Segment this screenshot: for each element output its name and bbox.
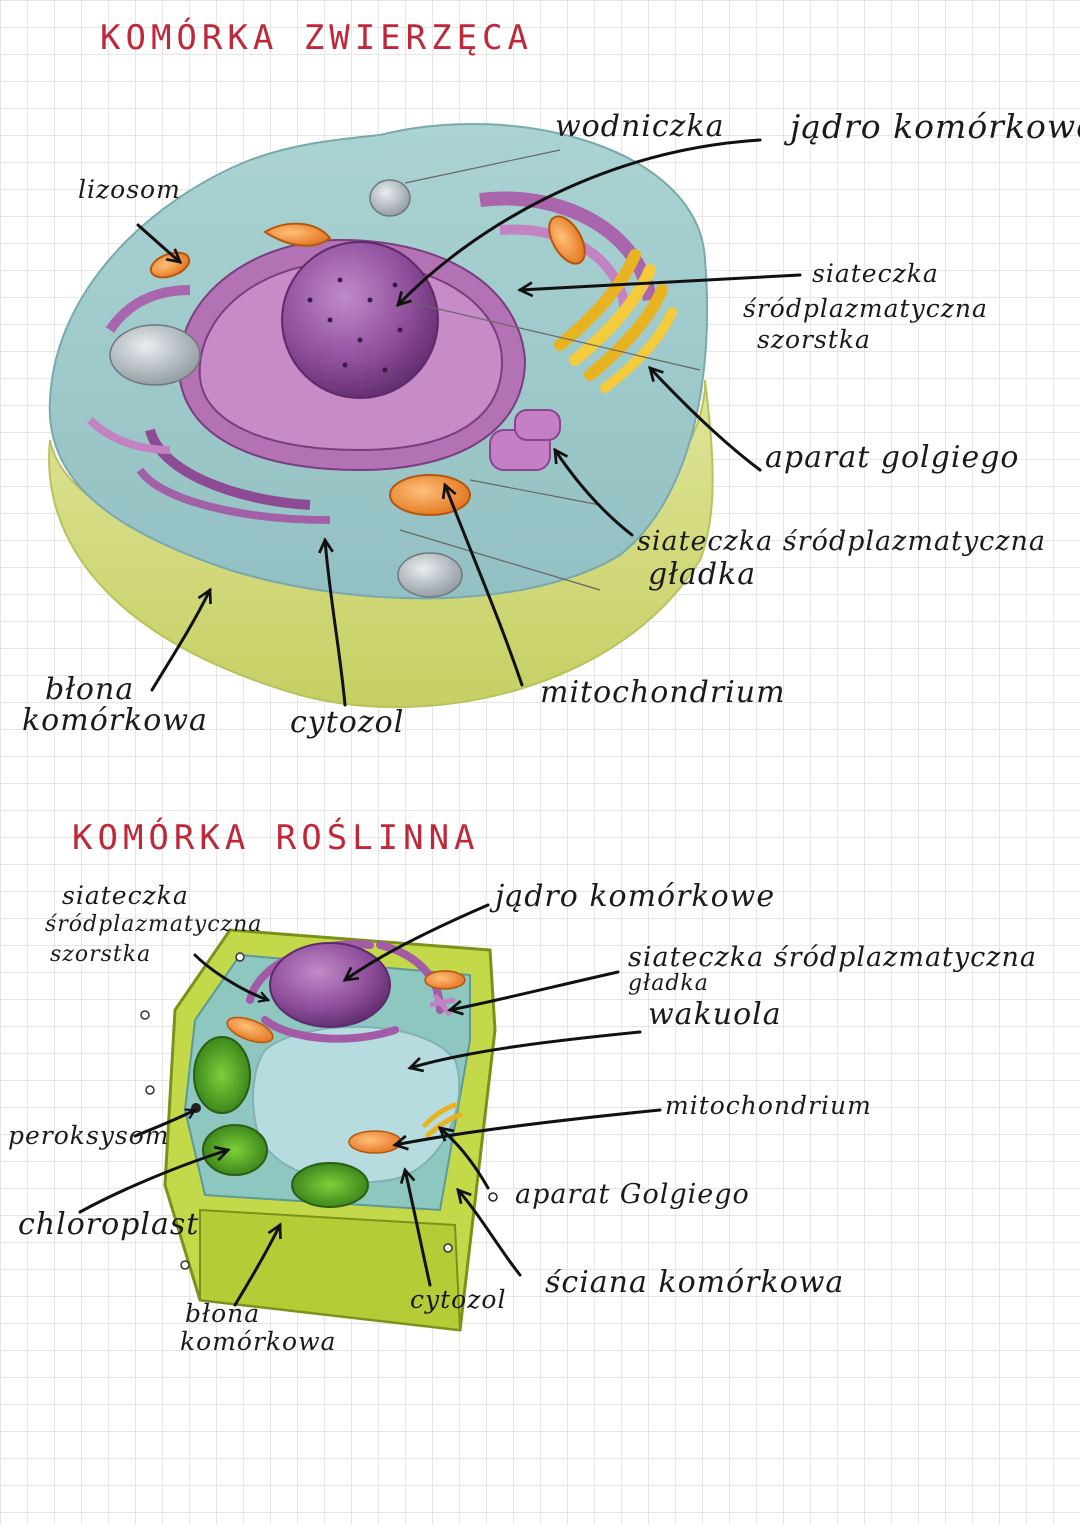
label-er-rough-2: śródplazmatyczna <box>45 912 263 937</box>
cell-wall-front <box>199 1208 462 1332</box>
label-er-smooth-2: gładka <box>648 557 757 592</box>
label-golgi: aparat golgiego <box>765 440 1020 475</box>
arrow-er-smooth <box>447 970 620 1016</box>
arrow-chloroplast <box>78 1145 231 1214</box>
label-er-smooth-2: gładka <box>628 971 709 996</box>
animal-arrows <box>136 138 802 707</box>
label-membrane-2: komórkowa <box>180 1327 337 1356</box>
label-jadro: jądro komórkowe <box>790 107 1080 146</box>
label-er-smooth-1: siateczka śródplazmatyczna <box>628 942 1037 973</box>
mitochondrion <box>548 215 586 265</box>
label-mitochondrium: mitochondrium <box>540 675 786 710</box>
label-er-rough-3: szorstka <box>50 942 152 967</box>
arrow-er-rough <box>193 953 268 1000</box>
arrow-jadro <box>396 138 762 308</box>
label-wall: ściana komórkowa <box>545 1265 845 1300</box>
chloroplasts <box>193 1036 369 1208</box>
label-peroksysom: peroksysom <box>8 1121 170 1150</box>
arrow-peroksysom <box>133 1110 195 1138</box>
vacuole <box>369 179 411 217</box>
arrow-mitochondrium <box>441 482 524 687</box>
label-er-rough-1: siateczka <box>62 881 189 910</box>
label-wodniczka: wodniczka <box>555 109 725 144</box>
animal-cell-illustration <box>48 123 714 709</box>
nucleus <box>281 241 439 399</box>
label-wakuola: wakuola <box>648 997 782 1032</box>
label-golgi: aparat Golgiego <box>515 1179 750 1210</box>
vesicle <box>397 552 463 598</box>
mitochondrion <box>263 222 332 247</box>
label-cytosol: cytozol <box>410 1285 507 1314</box>
arrow-jadro <box>342 903 490 982</box>
mitochondria <box>226 970 466 1154</box>
golgi-apparatus <box>422 1102 463 1138</box>
arrow-membrane <box>150 587 212 692</box>
nucleus <box>269 942 391 1028</box>
golgi-apparatus <box>554 249 677 393</box>
label-er-smooth-1: siateczka śródplazmatyczna <box>637 526 1046 557</box>
vesicle <box>109 324 201 386</box>
golgi-marker <box>488 1192 498 1202</box>
arrow-mitochondrium <box>392 1108 662 1151</box>
label-membrane-2: komórkowa <box>22 703 208 738</box>
arrow-wall <box>456 1187 522 1277</box>
label-er-rough-1: siateczka <box>812 259 939 288</box>
arrow-golgi <box>437 1126 490 1190</box>
arrow-wakuola <box>407 1030 642 1073</box>
peroxisome-dots <box>140 952 453 1270</box>
arrow-cytosol <box>399 1167 432 1287</box>
label-er-rough-3: szorstka <box>757 325 871 354</box>
label-membrane-1: błona <box>185 1299 261 1328</box>
label-lizosom: lizosom <box>78 175 181 204</box>
arrow-er-smooth <box>553 447 634 537</box>
smooth-er <box>489 409 561 471</box>
plant-cell-title: KOMÓRKA ROŚLINNA <box>72 818 480 858</box>
arrow-membrane <box>233 1222 282 1307</box>
plant-arrows <box>78 903 662 1307</box>
animal-cell-title: KOMÓRKA ZWIERZĘCA <box>100 18 533 58</box>
arrow-er-rough <box>517 273 802 298</box>
label-jadro: jądro komórkowe <box>495 879 776 914</box>
label-mitochondrium: mitochondrium <box>665 1091 872 1120</box>
label-cytosol: cytozol <box>290 705 405 740</box>
mitochondrion <box>389 474 471 516</box>
label-er-rough-2: śródplazmatyczna <box>743 294 988 323</box>
label-membrane-1: błona <box>45 672 135 707</box>
arrow-golgi <box>648 365 762 472</box>
nuclear-pores <box>307 277 403 373</box>
central-vacuole <box>252 1025 461 1184</box>
label-chloroplast: chloroplast <box>18 1207 200 1242</box>
arrow-cytosol <box>318 537 347 707</box>
arrow-lizosom <box>136 223 183 264</box>
